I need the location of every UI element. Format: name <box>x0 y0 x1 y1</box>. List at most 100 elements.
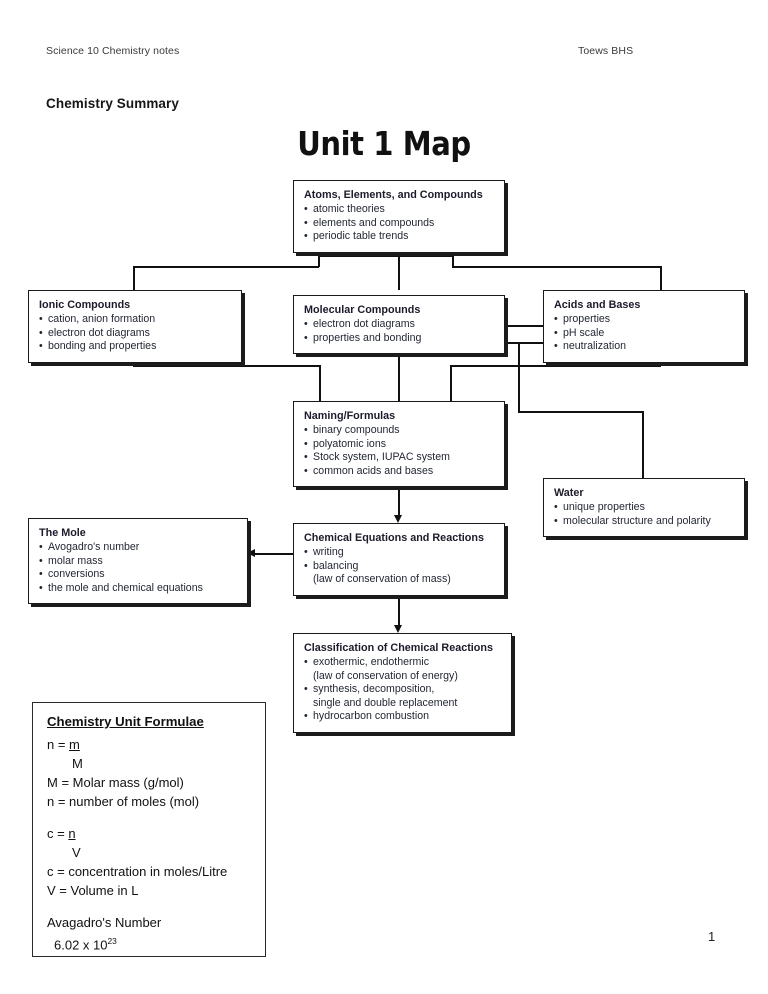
formula-n-denominator: M <box>72 756 83 771</box>
formula-n-numerator: m <box>69 737 80 752</box>
arrow-naming-to-equations <box>394 515 402 523</box>
box-title: Acids and Bases <box>554 299 641 311</box>
formula-c-numerator: n <box>68 826 76 841</box>
box-item-list: unique properties molecular structure an… <box>554 501 735 528</box>
box-molecular-compounds: Molecular Compounds electron dot diagram… <box>293 295 505 355</box>
formula-c-equation: c = n <box>47 824 251 843</box>
list-item: unique properties <box>554 501 735 515</box>
list-item: the mole and chemical equations <box>39 582 238 596</box>
box-water: Water unique properties molecular struct… <box>543 478 745 538</box>
list-item: electron dot diagrams <box>304 318 495 332</box>
list-item: electron dot diagrams <box>39 327 232 341</box>
formula-c-definition: c = concentration in moles/Litre <box>47 864 228 879</box>
box-title: Ionic Compounds <box>39 299 131 311</box>
box-chemical-equations-and-reactions: Chemical Equations and Reactions writing… <box>293 523 505 596</box>
page-number: 1 <box>708 929 716 944</box>
connector-atoms-to-molecular-v <box>398 255 400 290</box>
list-item: binary compounds <box>304 424 495 438</box>
connector-atoms-drop-right <box>452 255 454 267</box>
connector-equations-to-classification <box>398 589 400 627</box>
diagram-title: Unit 1 Map <box>297 124 471 163</box>
list-item: atomic theories <box>304 203 495 217</box>
chemistry-unit-formulae-panel: Chemistry Unit Formulae n = m M M = Mola… <box>32 702 266 957</box>
list-item: conversions <box>39 568 238 582</box>
arrow-equations-to-classification <box>394 625 402 633</box>
box-item-list: atomic theories elements and compounds p… <box>304 203 495 244</box>
box-acids-and-bases: Acids and Bases properties pH scale neut… <box>543 290 745 363</box>
header-left-text: Science 10 Chemistry notes <box>46 45 180 57</box>
list-item: cation, anion formation <box>39 313 232 327</box>
avogadro-exponent: 23 <box>107 936 117 946</box>
formulae-title: Chemistry Unit Formulae <box>47 714 204 729</box>
connector-acids-to-naming-v <box>450 365 452 402</box>
box-the-mole: The Mole Avogadro's number molar mass co… <box>28 518 248 605</box>
formula-n-lhs: n = <box>47 737 70 752</box>
connector-atoms-to-ionic-h <box>133 266 319 268</box>
list-item: exothermic, endothermic <box>304 656 502 670</box>
list-item: molar mass <box>39 555 238 569</box>
list-item: Avogadro's number <box>39 541 238 555</box>
box-title: Molecular Compounds <box>304 304 421 316</box>
list-item: hydrocarbon combustion <box>304 710 502 724</box>
box-naming-formulas: Naming/Formulas binary compounds polyato… <box>293 401 505 488</box>
connector-ionic-to-naming-h <box>133 365 320 367</box>
box-atoms-elements-compounds: Atoms, Elements, and Compounds atomic th… <box>293 180 505 253</box>
list-item: properties <box>554 313 735 327</box>
connector-atoms-to-acids-h <box>452 266 661 268</box>
formula-n-equation: n = m <box>47 735 251 754</box>
connector-ionic-to-naming-v <box>319 365 321 402</box>
avogadro-value: 6.02 x 1023 <box>47 932 251 954</box>
connector-atoms-to-ionic-v <box>133 266 135 290</box>
connector-to-water-h3 <box>518 411 644 413</box>
formula-c-denominator: V <box>72 845 81 860</box>
box-item-list: writing balancing (law of conservation o… <box>304 546 495 587</box>
box-item-list: properties pH scale neutralization <box>554 313 735 354</box>
box-title: The Mole <box>39 527 86 539</box>
connector-molecular-to-naming-v <box>398 353 400 402</box>
list-item-continuation: (law of conservation of mass) <box>313 573 451 586</box>
formula-c-lhs: c = <box>47 826 69 841</box>
connector-to-water-v3 <box>642 411 644 478</box>
list-item-continuation: single and double replacement <box>313 696 458 709</box>
list-item: writing <box>304 546 495 560</box>
list-item: elements and compounds <box>304 217 495 231</box>
box-classification-of-chemical-reactions: Classification of Chemical Reactions exo… <box>293 633 512 733</box>
list-item: pH scale <box>554 327 735 341</box>
spacer <box>47 811 251 824</box>
connector-atoms-to-acids-v <box>660 266 662 290</box>
box-item-list: binary compounds polyatomic ions Stock s… <box>304 424 495 478</box>
list-item: common acids and bases <box>304 465 495 479</box>
list-item: periodic table trends <box>304 230 495 244</box>
box-title: Water <box>554 487 584 499</box>
avogadro-mantissa: 6.02 x 10 <box>54 937 108 953</box>
connector-atoms-drop-left <box>318 255 320 267</box>
box-title: Atoms, Elements, and Compounds <box>304 189 483 201</box>
avogadro-label: Avagadro's Number <box>47 915 162 930</box>
connector-acids-to-naming-h <box>450 365 661 367</box>
arrow-equations-to-mole <box>247 549 255 557</box>
list-item-continuation: (law of conservation of energy) <box>313 669 458 682</box>
list-item: balancing <box>304 560 495 574</box>
header-right-text: Toews BHS <box>578 45 634 57</box>
list-item: bonding and properties <box>39 340 232 354</box>
box-title: Naming/Formulas <box>304 410 396 422</box>
box-title: Chemical Equations and Reactions <box>304 532 484 544</box>
box-item-list: cation, anion formation electron dot dia… <box>39 313 232 354</box>
list-item: Stock system, IUPAC system <box>304 451 495 465</box>
connector-atoms-bus-left <box>318 255 399 257</box>
list-item: molecular structure and polarity <box>554 515 735 529</box>
connector-atoms-bus-right <box>398 255 454 257</box>
connector-molecular-to-water-h1 <box>505 325 569 327</box>
box-item-list: exothermic, endothermic (law of conserva… <box>304 656 502 724</box>
page-title: Chemistry Summary <box>46 96 180 111</box>
connector-to-water-v2 <box>518 342 520 412</box>
formula-V-definition: V = Volume in L <box>47 883 139 898</box>
box-ionic-compounds: Ionic Compounds cation, anion formation … <box>28 290 242 363</box>
connector-naming-to-equations <box>398 480 400 517</box>
box-item-list: Avogadro's number molar mass conversions… <box>39 541 238 595</box>
connector-equations-to-mole <box>253 553 294 555</box>
spacer <box>47 900 251 913</box>
list-item: properties and bonding <box>304 332 495 346</box>
box-title: Classification of Chemical Reactions <box>304 642 493 654</box>
